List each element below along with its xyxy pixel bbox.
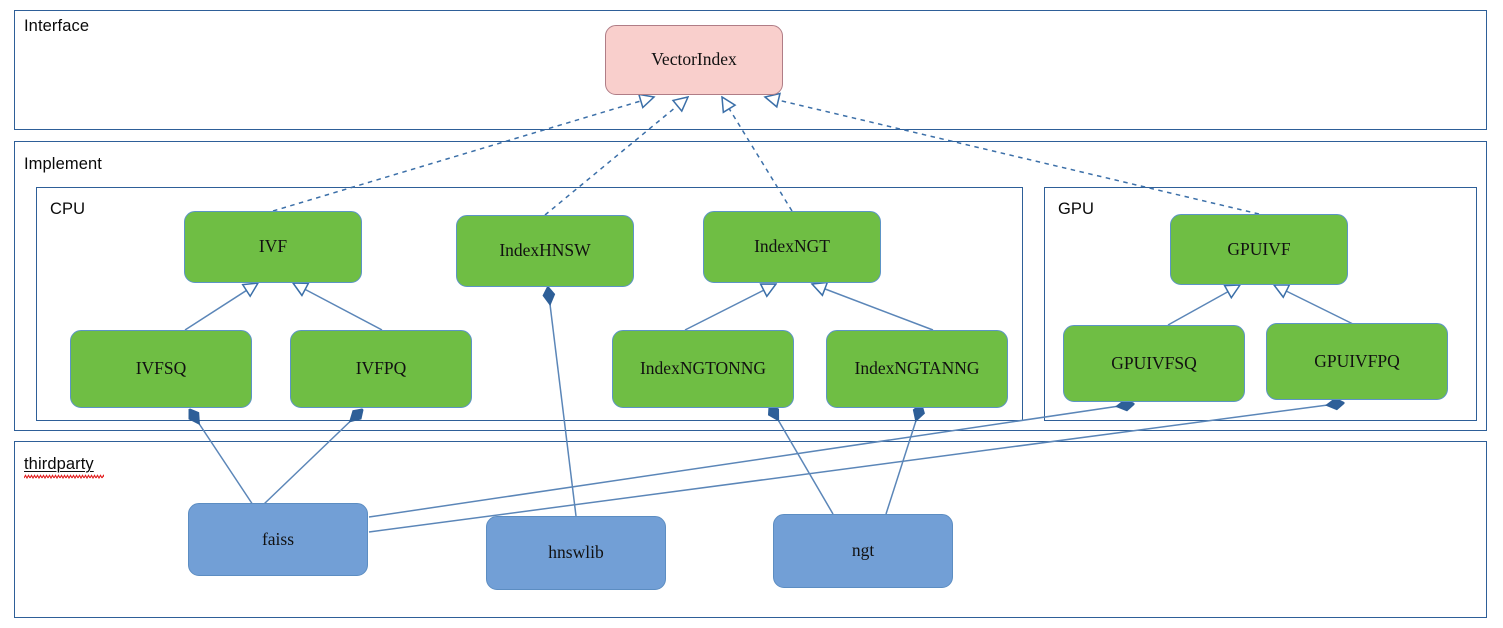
package-thirdparty-label: thirdparty [24,455,94,473]
edge-faiss-ivfpq [263,410,362,505]
package-cpu [36,187,1023,421]
package-gpu [1044,187,1477,421]
edge-gpuivfpq-gpuivf [1274,285,1356,326]
node-faiss[interactable]: faiss [188,503,368,576]
edge-indexngtonng-indexngt [684,284,776,331]
edge-gpuivf-vectorindex [765,97,1260,215]
package-gpu-label: GPU [1058,200,1095,218]
generalization-edges [184,283,1356,331]
edge-faiss-gpuivfsq [368,404,1133,518]
package-thirdparty [14,441,1487,618]
node-gpuivfsq[interactable]: GPUIVFSQ [1063,325,1245,402]
node-indexngtanng[interactable]: IndexNGTANNG [826,330,1008,408]
node-ivfpq[interactable]: IVFPQ [290,330,472,408]
node-gpuivf[interactable]: GPUIVF [1170,214,1348,285]
edge-indexngtanng-indexngt [812,284,934,331]
package-implement-label: Implement [24,155,102,173]
node-hnswlib[interactable]: hnswlib [486,516,666,590]
edge-indexhnsw-vectorindex [544,97,688,216]
package-implement [14,141,1487,431]
edge-faiss-ivfsq [190,410,254,506]
edge-gpuivfsq-gpuivf [1167,285,1240,326]
edge-indexngt-vectorindex [722,97,793,212]
node-vectorindex[interactable]: VectorIndex [605,25,783,95]
edge-ngt-indexngtonng [770,406,834,515]
node-ivf[interactable]: IVF [184,211,362,283]
edge-ivfpq-ivf [293,283,383,331]
node-indexngtonng[interactable]: IndexNGTONNG [612,330,794,408]
node-indexngt[interactable]: IndexNGT [703,211,881,283]
composition-edges [190,288,1343,533]
edge-ivfsq-ivf [184,283,258,331]
node-indexhnsw[interactable]: IndexHNSW [456,215,634,287]
package-cpu-label: CPU [50,200,86,218]
package-interface [14,10,1487,130]
edge-ivf-vectorindex [272,97,654,212]
edge-hnswlib-indexhnsw [548,288,577,517]
package-interface-label: Interface [24,17,90,35]
realization-edges [272,97,1260,216]
edge-ngt-indexngtanng [885,405,921,515]
spellcheck-squiggle-icon [24,474,104,479]
node-gpuivfpq[interactable]: GPUIVFPQ [1266,323,1448,400]
node-ngt[interactable]: ngt [773,514,953,588]
edge-faiss-gpuivfpq [368,403,1343,533]
node-ivfsq[interactable]: IVFSQ [70,330,252,408]
